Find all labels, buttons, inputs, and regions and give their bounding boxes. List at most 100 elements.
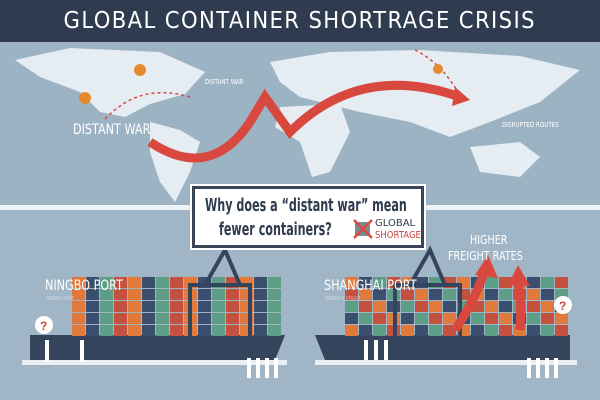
container xyxy=(387,277,400,288)
container xyxy=(212,325,225,336)
container xyxy=(72,277,85,288)
container xyxy=(415,313,428,324)
container xyxy=(443,301,456,312)
container xyxy=(527,313,540,324)
container xyxy=(128,277,141,288)
container xyxy=(156,289,169,300)
container xyxy=(170,313,183,324)
header-banner: GLOBAL CONTAINER SHORTRAGE CRISIS xyxy=(0,0,600,42)
container xyxy=(184,277,197,288)
container xyxy=(226,301,239,312)
container xyxy=(345,313,358,324)
container xyxy=(499,301,512,312)
container xyxy=(254,301,267,312)
distant-war-small-label: DISTANT WAR xyxy=(205,78,244,86)
container xyxy=(415,289,428,300)
container xyxy=(401,277,414,288)
container xyxy=(499,289,512,300)
container xyxy=(415,277,428,288)
container xyxy=(198,289,211,300)
container xyxy=(485,301,498,312)
container xyxy=(359,313,372,324)
container xyxy=(72,301,85,312)
world-map-graphic xyxy=(15,48,580,202)
container xyxy=(86,289,99,300)
container xyxy=(401,325,414,336)
container xyxy=(212,289,225,300)
disrupted-routes-label: DISRUPTED ROUTES xyxy=(502,121,559,129)
right-dock xyxy=(315,360,577,365)
container xyxy=(485,277,498,288)
container xyxy=(198,301,211,312)
container xyxy=(401,313,414,324)
distant-war-label: DISTANT WAR xyxy=(73,122,151,138)
container xyxy=(86,301,99,312)
container xyxy=(170,325,183,336)
container xyxy=(100,289,113,300)
container xyxy=(156,301,169,312)
question-line-2: fewer containers? xyxy=(219,219,332,240)
container xyxy=(373,289,386,300)
container xyxy=(499,313,512,324)
container xyxy=(555,313,568,324)
container xyxy=(415,325,428,336)
container xyxy=(170,277,183,288)
container xyxy=(128,325,141,336)
container xyxy=(226,313,239,324)
container xyxy=(457,277,470,288)
shanghai-port-title: SHANGHAI PORT xyxy=(324,278,417,294)
container xyxy=(541,277,554,288)
container xyxy=(443,313,456,324)
container xyxy=(114,325,127,336)
left-containers xyxy=(72,277,281,336)
container xyxy=(555,289,568,300)
container xyxy=(254,277,267,288)
container xyxy=(142,325,155,336)
container xyxy=(100,325,113,336)
arrowhead xyxy=(452,87,470,106)
shanghai-port-subtitle: NINGBO E PFIGHT xyxy=(325,296,361,302)
container xyxy=(555,325,568,336)
container xyxy=(86,325,99,336)
container xyxy=(72,313,85,324)
container xyxy=(72,325,85,336)
container xyxy=(86,313,99,324)
container xyxy=(142,301,155,312)
container xyxy=(114,313,127,324)
rising-arrow xyxy=(513,279,526,331)
container xyxy=(471,301,484,312)
ports-graphic: ? ? xyxy=(22,245,577,378)
container xyxy=(142,289,155,300)
container xyxy=(373,301,386,312)
container xyxy=(128,289,141,300)
container xyxy=(541,325,554,336)
container xyxy=(373,325,386,336)
container xyxy=(359,325,372,336)
container xyxy=(485,313,498,324)
container xyxy=(359,289,372,300)
container xyxy=(415,301,428,312)
container xyxy=(226,325,239,336)
badge-shortage: SHORTAGE xyxy=(375,230,421,241)
higher-label: HIGHER xyxy=(470,233,508,247)
container xyxy=(100,277,113,288)
container xyxy=(555,277,568,288)
workers xyxy=(45,340,558,378)
container xyxy=(541,301,554,312)
container xyxy=(443,325,456,336)
container xyxy=(240,325,253,336)
container xyxy=(429,289,442,300)
container xyxy=(485,289,498,300)
container xyxy=(226,289,239,300)
explosion-icon xyxy=(134,64,146,76)
container xyxy=(541,289,554,300)
crossed-container-icon xyxy=(353,219,373,239)
container xyxy=(471,325,484,336)
container xyxy=(268,301,281,312)
container xyxy=(212,313,225,324)
container xyxy=(128,301,141,312)
container xyxy=(240,289,253,300)
container xyxy=(268,325,281,336)
container xyxy=(114,301,127,312)
container xyxy=(359,301,372,312)
